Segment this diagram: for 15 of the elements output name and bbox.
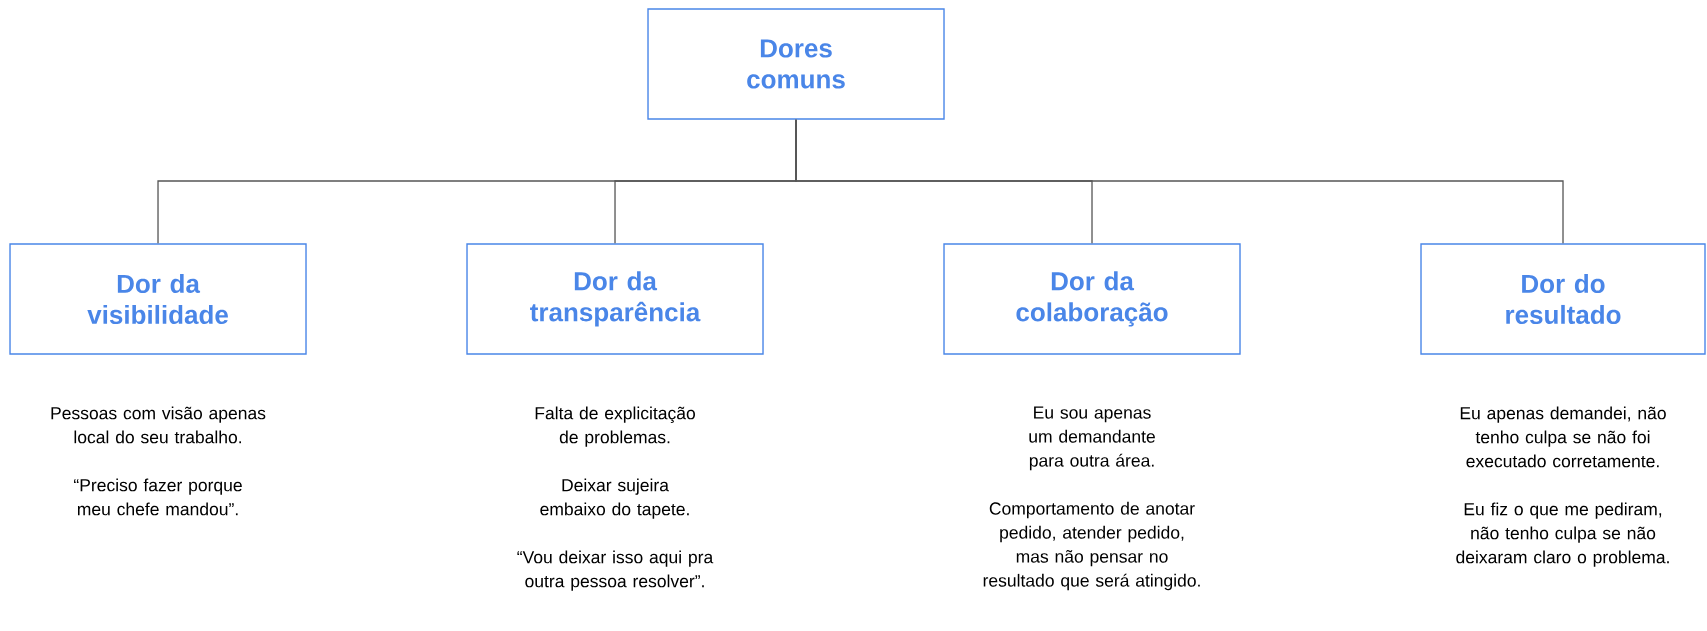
note-text: Comportamento de anotar pedido, atender pedido, mas não pensar no resultado que será atingido. xyxy=(983,501,1200,591)
note-text: Eu sou apenas um demandante para outra área. xyxy=(1029,406,1155,471)
note-text: “Preciso fazer porque meu chefe mandou”. xyxy=(74,478,242,516)
note-text: Falta de explicitação de problemas. xyxy=(535,406,695,447)
note-text: Eu fiz o que me pediram, não tenho culpa se não deixaram claro o problema. xyxy=(1456,502,1669,567)
category-box: Dor do resultado xyxy=(1420,243,1706,355)
connector-line xyxy=(795,119,1564,244)
category-box: Dor da visibilidade xyxy=(9,243,307,355)
note-text: Pessoas com visão apenas local do seu trabalho. xyxy=(51,406,266,444)
category-box: Dor da colaboração xyxy=(943,243,1241,355)
note-text: Eu apenas demandei, não tenho culpa se não foi executado corretamente. xyxy=(1460,406,1666,468)
note-text: “Vou deixar isso aqui pra outra pessoa resolver”. xyxy=(517,550,714,591)
category-box: Dores comuns xyxy=(647,8,945,120)
note-text: Deixar sujeira embaixo do tapete. xyxy=(540,478,689,519)
category-box: Dor da transparência xyxy=(466,243,764,355)
